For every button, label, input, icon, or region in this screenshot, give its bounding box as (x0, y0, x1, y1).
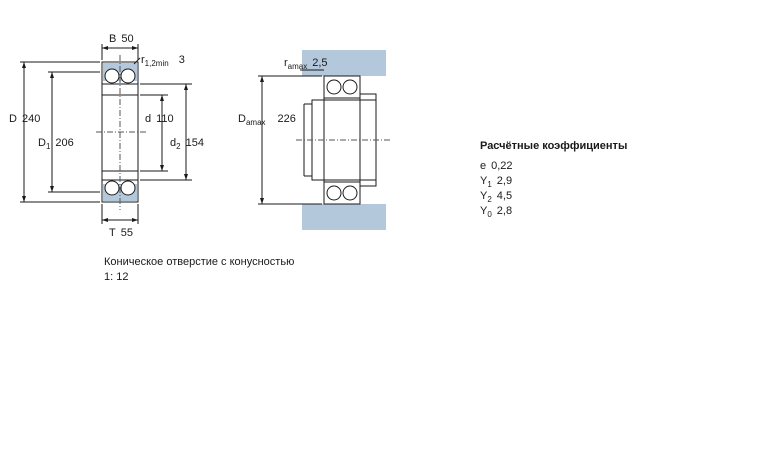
coef-y1-symbol: Y (480, 175, 488, 187)
ball-top-right (120, 68, 136, 84)
mounted-ball-bottom-left (326, 185, 342, 201)
label-d2-value: 154 (185, 137, 204, 149)
label-B: B 50 (109, 33, 134, 45)
label-r12min-subscript: 1,2min (144, 59, 169, 68)
label-r12min: r1,2min 3 (141, 54, 185, 70)
coef-y2-subscript: 2 (487, 195, 492, 204)
coef-y0: Y0 2,8 (480, 205, 512, 221)
label-ramax-subscript: amax (287, 62, 308, 71)
ball-bottom-left (104, 180, 120, 196)
label-D1: D1 206 (38, 137, 74, 153)
ball-bottom-right (120, 180, 136, 196)
label-Damax-value: 226 (277, 113, 296, 125)
label-Damax-subscript: amax (245, 118, 266, 127)
taper-note: Коническое отверстие с конусностью (104, 256, 295, 268)
coef-y1: Y1 2,9 (480, 175, 512, 191)
coef-y1-value: 2,9 (496, 175, 513, 187)
label-ramax: ramax 2,5 (284, 57, 328, 73)
label-Damax-symbol: D (238, 113, 246, 125)
label-D: D 240 (9, 113, 40, 125)
coef-y0-subscript: 0 (487, 210, 492, 219)
coef-y0-symbol: Y (480, 205, 488, 217)
housing-bottom (302, 204, 386, 230)
label-r12min-symbol: r (141, 54, 145, 66)
label-B-symbol: B (109, 33, 117, 45)
label-D-value: 240 (21, 113, 41, 125)
label-T-symbol: T (109, 227, 116, 239)
label-D-symbol: D (9, 113, 17, 125)
mounted-ball-top-left (326, 79, 342, 95)
coef-y1-subscript: 1 (487, 180, 492, 189)
label-D1-symbol: D (38, 137, 46, 149)
label-d-symbol: d (145, 113, 152, 125)
mounted-ball-top-right (342, 79, 358, 95)
label-D1-value: 206 (55, 137, 74, 149)
label-B-value: 50 (121, 33, 134, 45)
coef-e-symbol: e (480, 160, 487, 172)
label-T-value: 55 (120, 227, 133, 239)
ball-top-left (104, 68, 120, 84)
taper-ratio: 1: 12 (104, 271, 129, 283)
coefficients-title: Расчётные коэффициенты (480, 140, 628, 152)
label-ramax-symbol: r (284, 57, 288, 69)
coef-e: e 0,22 (480, 160, 513, 172)
label-d2-subscript: 2 (176, 142, 181, 151)
label-Damax: Damax 226 (238, 113, 296, 129)
coef-e-value: 0,22 (491, 160, 513, 172)
label-D1-subscript: 1 (45, 142, 51, 151)
label-d2: d2 154 (170, 137, 204, 153)
label-T: T 55 (109, 227, 133, 239)
label-d-value: 110 (156, 113, 174, 125)
coef-y0-value: 2,8 (496, 205, 513, 217)
coef-y2: Y2 4,5 (480, 190, 512, 206)
label-d: d 110 (145, 113, 174, 125)
label-ramax-value: 2,5 (312, 57, 328, 69)
mounted-ball-bottom-right (342, 185, 358, 201)
coef-y2-symbol: Y (480, 190, 488, 202)
coef-y2-value: 4,5 (496, 190, 513, 202)
housing-top (302, 50, 386, 76)
label-r12min-value: 3 (178, 54, 185, 66)
label-d2-symbol: d (170, 137, 177, 149)
